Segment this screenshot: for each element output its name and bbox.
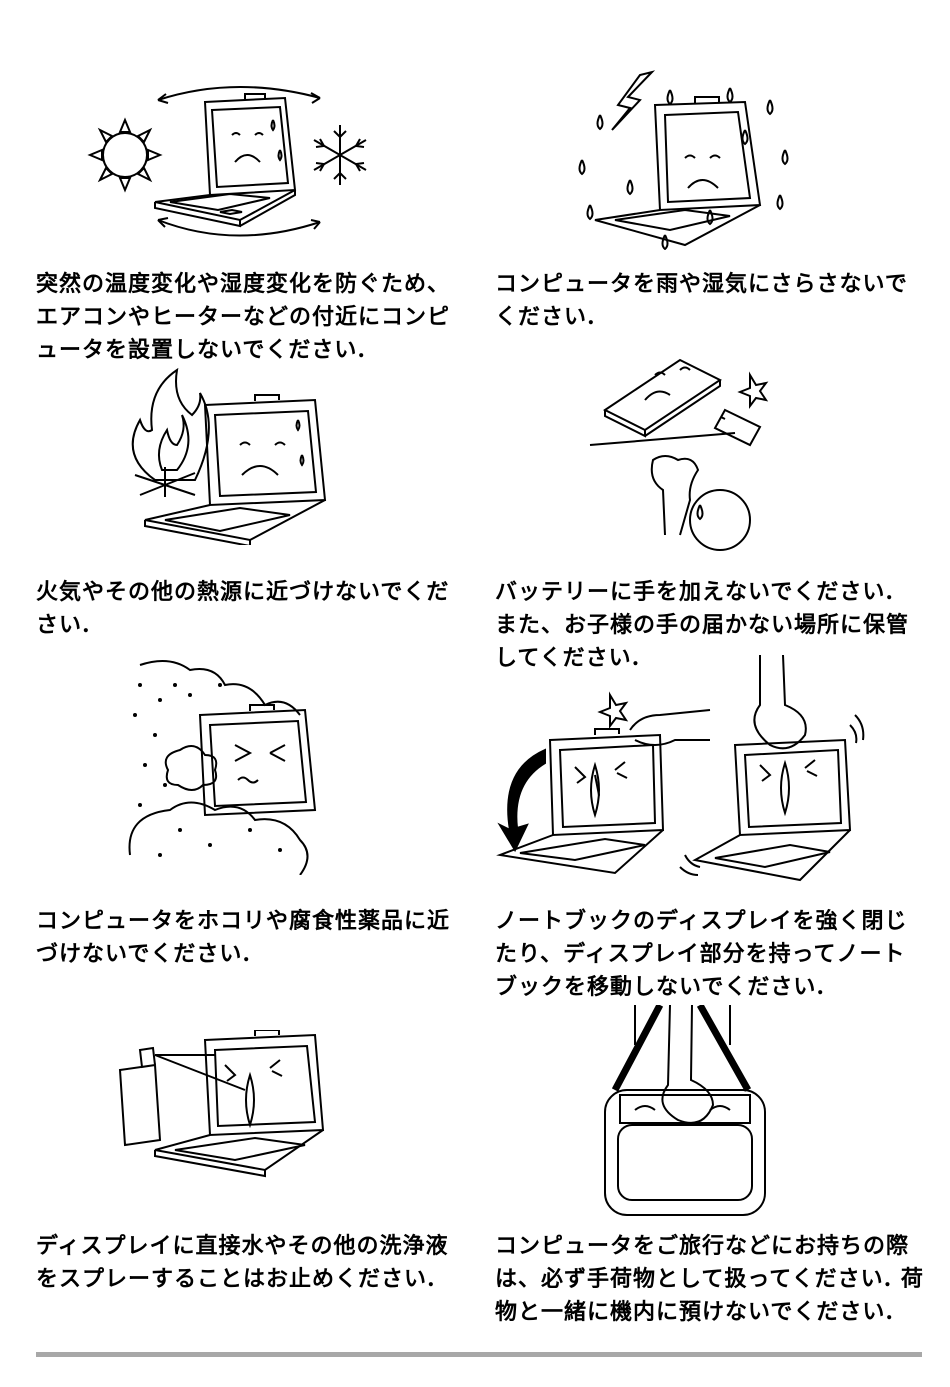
illustration-travel xyxy=(600,1005,775,1220)
raindrop-icons xyxy=(580,88,788,249)
illustration-display xyxy=(495,655,875,890)
caption-travel: コンピュータをご旅行などにお持ちの際は、必ず手荷物として扱ってください. 荷物と… xyxy=(495,1233,924,1325)
footer-rule xyxy=(36,1352,922,1357)
caption-spray: ディスプレイに直接水やその他の洗浄液をスプレーすることはお止めください. xyxy=(36,1233,449,1292)
illustration-fire xyxy=(120,365,340,545)
dust-cloud-icon xyxy=(166,746,217,790)
snowflake-icon xyxy=(314,125,366,185)
sun-icon xyxy=(90,120,160,190)
caption-battery: バッテリーに手を加えないでください. また、お子様の手の届かない場所に保管してく… xyxy=(495,579,910,671)
illustration-battery xyxy=(585,355,795,555)
illustration-rain xyxy=(570,70,800,250)
laptop-icon xyxy=(155,94,295,226)
lightning-icon xyxy=(612,72,652,130)
laptop-icon xyxy=(145,395,325,545)
spark-icon xyxy=(740,375,766,406)
arm-icon xyxy=(754,655,805,748)
spray-can-icon xyxy=(120,1048,160,1145)
hand-icon xyxy=(630,710,710,745)
illustration-dust xyxy=(120,655,330,875)
caption-rain: コンピュータを雨や湿気にさらさないでください. xyxy=(495,271,908,330)
caption-dust: コンピュータをホコリや腐食性薬品に近づけないでください. xyxy=(36,908,451,967)
illustration-spray xyxy=(115,1030,335,1205)
spark-icon xyxy=(600,695,626,726)
illustration-temperature xyxy=(70,80,380,250)
fire-icon xyxy=(133,370,209,497)
caption-temperature: 突然の温度変化や湿度変化を防ぐため、エアコンやヒーターなどの付近にコンピュータを… xyxy=(36,271,451,363)
caption-fire: 火気やその他の熱源に近づけないでください. xyxy=(36,579,450,638)
arm-icon xyxy=(662,1005,713,1123)
close-arrow-icon xyxy=(500,750,545,850)
bag-icon xyxy=(605,1090,765,1215)
hand-icon xyxy=(652,456,698,535)
battery-icon xyxy=(715,410,760,445)
caption-display: ノートブックのディスプレイを強く閉じたり、ディスプレイ部分を持ってノートブックを… xyxy=(495,908,908,1000)
